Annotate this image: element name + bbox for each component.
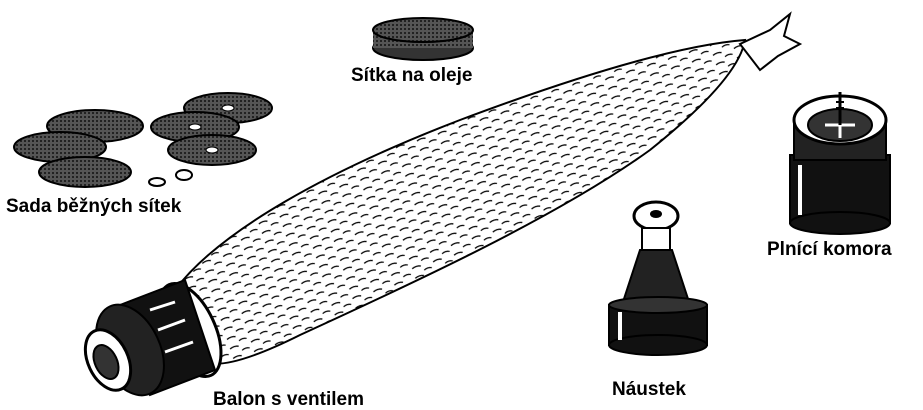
oil-screen-label: Sítka na oleje — [351, 66, 472, 85]
filling-chamber-icon — [790, 92, 890, 234]
oil-screen-icon — [373, 18, 473, 60]
filling-chamber-label: Plnící komora — [767, 240, 892, 259]
mouthpiece-label: Náustek — [612, 380, 686, 399]
screen-set-icon — [14, 93, 272, 187]
screen-set-label: Sada běžných sítek — [6, 197, 181, 216]
balloon-valve-label: Balon s ventilem — [213, 390, 364, 409]
mouthpiece-icon — [609, 202, 707, 355]
